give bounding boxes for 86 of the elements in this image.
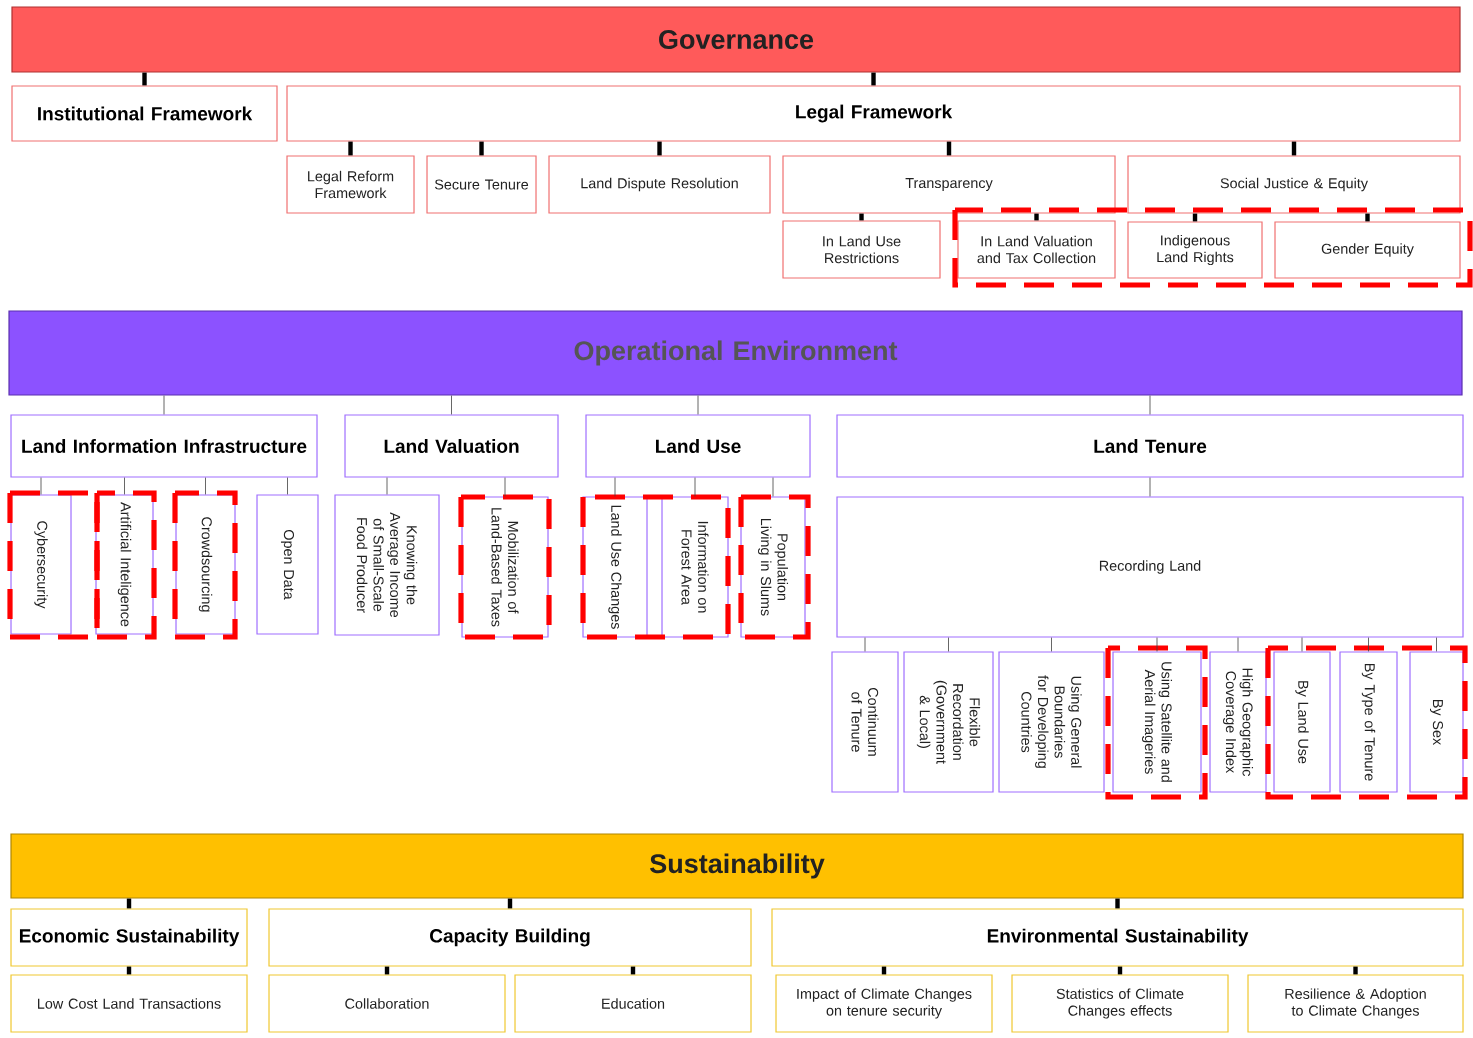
item-box: Collaboration [268, 974, 506, 1033]
category-box: Land Tenure [836, 414, 1464, 478]
item-box: Gender Equity [1274, 221, 1461, 279]
connector-line [1291, 141, 1297, 156]
item-box: Impact of Climate Changes on tenure security [775, 974, 993, 1033]
item-box: Secure Tenure [426, 155, 537, 214]
item-box: Indigenous Land Rights [1127, 221, 1263, 279]
item-box: Low Cost Land Transactions [10, 974, 248, 1033]
connector-line [163, 395, 165, 415]
connector-line [1051, 637, 1052, 652]
item-box: Information on Forest Area [661, 496, 729, 638]
connector-line [1149, 395, 1151, 415]
item-box: Education [514, 974, 752, 1033]
header-band: Operational Environment [8, 310, 1463, 396]
category-box: Land Information Infrastructure [10, 414, 318, 478]
connector-line [772, 477, 774, 497]
item-box: Flexible Recordation (Government & Local) [903, 651, 994, 793]
category-box: Legal Framework [286, 85, 1461, 142]
item-box: Population Living in Slums [740, 496, 806, 638]
connector-line [864, 637, 866, 652]
item-box: Continuum of Tenure [831, 651, 899, 793]
category-box: Environmental Sustainability [771, 908, 1464, 967]
connector-line [871, 72, 876, 86]
connector-line [1368, 637, 1369, 652]
category-box: Land Valuation [344, 414, 559, 478]
item-box: Legal Reform Framework [286, 155, 415, 214]
connector-line [1353, 966, 1358, 975]
item-box: Knowing the Average Income of Small-Scale Food Producer [334, 494, 440, 636]
item-box: In Land Use Restrictions [782, 220, 941, 279]
category-box: Economic Sustainability [10, 908, 248, 967]
connector-line [1117, 966, 1123, 975]
connector-line [1192, 213, 1198, 222]
item-box: By Sex [1409, 651, 1464, 793]
connector-line [614, 477, 616, 497]
item-box: Transparency [782, 155, 1116, 214]
item-box: By Type of Tenure [1339, 651, 1398, 793]
item-box: Open Data [256, 494, 319, 635]
item-box: Artificial Inteligence [95, 494, 154, 635]
connector-line [126, 966, 132, 975]
connector-line [124, 477, 125, 495]
connector-line [948, 637, 949, 652]
connector-line [1301, 637, 1303, 652]
category-box: Land Use [585, 414, 811, 478]
connector-line [40, 477, 42, 495]
item-box: High Geographic Coverage Index [1209, 651, 1267, 793]
header-band: Sustainability [10, 833, 1464, 899]
connector-line [142, 72, 147, 86]
connector-line [205, 477, 206, 495]
category-box: Capacity Building [268, 908, 752, 967]
item-box: Cybersecurity [10, 494, 72, 635]
connector-line [504, 477, 506, 497]
connector-line [1436, 637, 1437, 652]
connector-line [657, 141, 662, 156]
connector-line [1115, 898, 1120, 909]
item-box: Recording Land [836, 496, 1464, 638]
header-band: Governance [11, 6, 1461, 73]
item-box: By Land Use [1273, 651, 1331, 793]
connector-line [1365, 213, 1370, 222]
item-box: Crowdsourcing [175, 494, 236, 635]
item-box: Resilience & Adoption to Climate Changes [1247, 974, 1464, 1033]
item-box: Land Dispute Resolution [548, 155, 771, 214]
connector-line [126, 898, 132, 909]
connector-line [1149, 477, 1151, 497]
item-box: Mobilization of Land-Based Taxes [461, 496, 549, 638]
connector-line [287, 477, 288, 495]
item-box: Land Use Changes [582, 496, 648, 638]
connector-line [946, 141, 952, 156]
connector-line [348, 141, 353, 156]
item-box: Using General Boundaries for Developing Countries [998, 651, 1105, 793]
category-box: Institutional Framework [11, 85, 278, 142]
item-box: Statistics of Climate Changes effects [1011, 974, 1229, 1033]
item-box: In Land Valuation and Tax Collection [957, 220, 1116, 279]
connector-line [479, 141, 484, 156]
connector-line [384, 966, 390, 975]
connector-line [694, 477, 696, 497]
connector-line [451, 395, 452, 415]
item-box: Social Justice & Equity [1127, 155, 1461, 214]
connector-line [1034, 213, 1039, 221]
connector-line [1237, 637, 1239, 652]
connector-line [630, 966, 636, 975]
connector-line [386, 477, 388, 495]
connector-line [859, 213, 864, 221]
connector-line [507, 898, 513, 909]
connector-line [1156, 637, 1158, 652]
connector-line [697, 395, 699, 415]
connector-line [881, 966, 887, 975]
